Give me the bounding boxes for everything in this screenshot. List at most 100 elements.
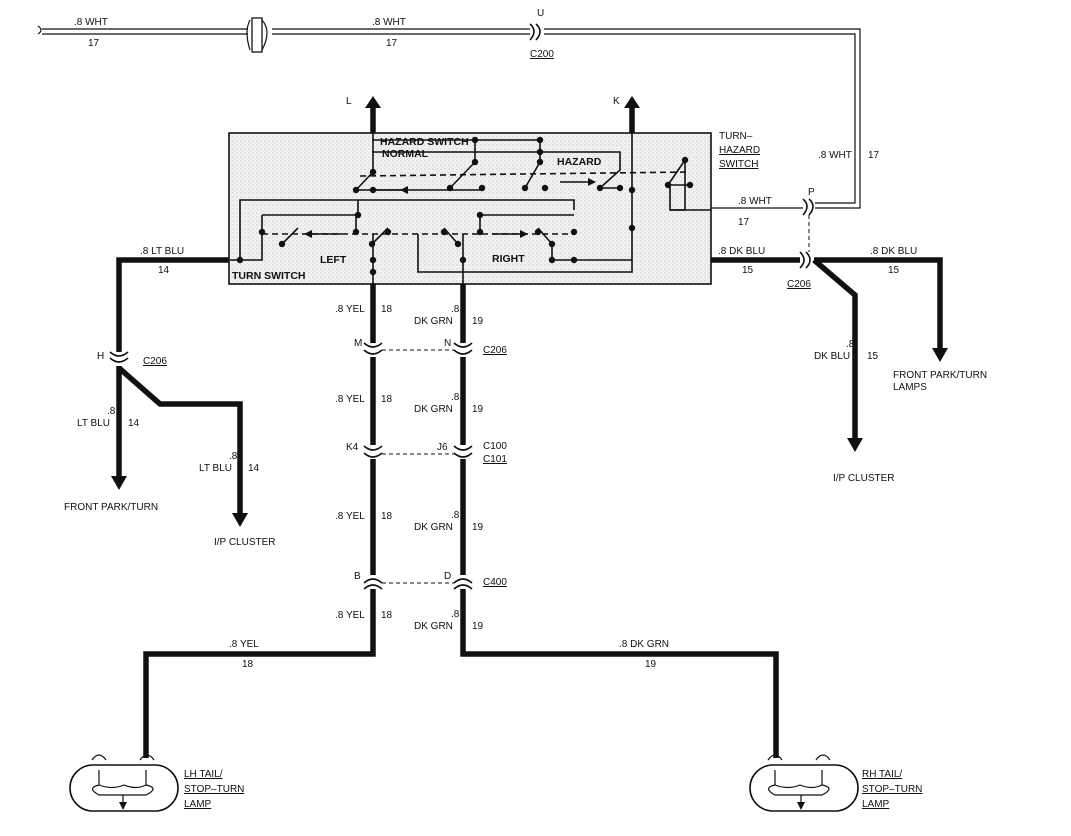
label-m-pin: M bbox=[354, 338, 362, 349]
label-rh-lamp-1: RH TAIL/ bbox=[862, 769, 902, 780]
label-c206-right: C206 bbox=[787, 279, 811, 290]
wire-wht-17-p bbox=[711, 198, 814, 216]
label-yel-bottom-gauge: .8 YEL bbox=[229, 639, 259, 650]
label-dkblu-down-circuit: 15 bbox=[867, 351, 879, 362]
label-dkblu-left-gauge: .8 DK BLU bbox=[718, 246, 765, 257]
label-h-pin: H bbox=[97, 351, 104, 362]
wire-yel-18 bbox=[143, 284, 376, 758]
label-ltblu-cluster-gauge: .8 bbox=[229, 451, 238, 462]
label-c206-mid: C206 bbox=[483, 345, 507, 356]
label-k4-pin: K4 bbox=[346, 442, 359, 453]
label-grn-4-circuit: 19 bbox=[472, 621, 484, 632]
connector-c400 bbox=[363, 578, 473, 590]
wire-dkgrn-19 bbox=[460, 284, 779, 758]
label-ltblu-cluster-circuit: 14 bbox=[248, 463, 260, 474]
label-ltblu-top-gauge: .8 LT BLU bbox=[140, 246, 184, 257]
label-wht-p-circuit: 17 bbox=[738, 217, 750, 228]
label-yel-4-circuit: 18 bbox=[381, 610, 393, 621]
label-wht-right-gauge: .8 WHT bbox=[818, 150, 852, 161]
label-l-pin: L bbox=[346, 96, 352, 107]
label-front-park-turn-right: FRONT PARK/TURN bbox=[893, 370, 987, 381]
label-c100: C100 bbox=[483, 441, 507, 452]
label-lh-lamp-3: LAMP bbox=[184, 799, 212, 810]
label-lh-lamp-2: STOP–TURN bbox=[184, 784, 244, 795]
connector-c206-mid bbox=[363, 342, 473, 355]
label-wht-top-mid-circuit: 17 bbox=[386, 38, 398, 49]
label-grn-4-color: DK GRN bbox=[414, 621, 453, 632]
label-front-park-turn-right-lamps: LAMPS bbox=[893, 382, 927, 393]
label-c101: C101 bbox=[483, 454, 507, 465]
label-yel-1-circuit: 18 bbox=[381, 304, 393, 315]
label-dkblu-right-gauge: .8 DK BLU bbox=[870, 246, 917, 257]
label-grn-2-color: DK GRN bbox=[414, 404, 453, 415]
lamp-icon-rh bbox=[749, 754, 859, 812]
label-grn-3-circuit: 19 bbox=[472, 522, 484, 533]
label-yel-2-circuit: 18 bbox=[381, 394, 393, 405]
label-ltblu-front-circuit: 14 bbox=[128, 418, 140, 429]
label-yel-3-gauge: .8 YEL bbox=[335, 511, 365, 522]
label-grn-1-color: DK GRN bbox=[414, 316, 453, 327]
label-switch-title: TURN– bbox=[719, 131, 753, 142]
label-lh-lamp-1: LH TAIL/ bbox=[184, 769, 223, 780]
label-normal: NORMAL bbox=[382, 148, 429, 160]
label-grn-bottom-circuit: 19 bbox=[645, 659, 657, 670]
label-ltblu-cluster-color: LT BLU bbox=[199, 463, 232, 474]
label-grn-1-circuit: 19 bbox=[472, 316, 484, 327]
label-grn-2-gauge: .8 bbox=[451, 392, 460, 403]
label-dkblu-right-circuit: 15 bbox=[888, 265, 900, 276]
label-switch-title-3: SWITCH bbox=[719, 159, 758, 170]
connector-c100-c101 bbox=[363, 445, 473, 458]
label-wht-right-circuit: 17 bbox=[868, 150, 880, 161]
label-c200-pin: U bbox=[537, 8, 544, 19]
label-switch-title-2: HAZARD bbox=[719, 145, 760, 156]
label-dkblu-down-color: DK BLU bbox=[814, 351, 850, 362]
label-yel-4-gauge: .8 YEL bbox=[335, 610, 365, 621]
label-c206-left: C206 bbox=[143, 356, 167, 367]
label-p-pin: P bbox=[808, 187, 815, 198]
label-ltblu-front-gauge: .8 bbox=[107, 406, 116, 417]
connector-c200 bbox=[529, 23, 541, 41]
label-grn-3-gauge: .8 bbox=[451, 510, 460, 521]
label-k-pin: K bbox=[613, 96, 620, 107]
label-ltblu-front-color: LT BLU bbox=[77, 418, 110, 429]
label-grn-1-gauge: .8 bbox=[451, 304, 460, 315]
label-hazard: HAZARD bbox=[557, 156, 602, 168]
label-hazard-switch: HAZARD SWITCH bbox=[380, 136, 469, 148]
wire-dkblu-15 bbox=[711, 251, 948, 452]
label-j6-pin: J6 bbox=[437, 442, 448, 453]
label-c400: C400 bbox=[483, 577, 507, 588]
label-c200-name: C200 bbox=[530, 49, 554, 60]
splice-top bbox=[246, 17, 268, 53]
label-wht-top-mid-gauge: .8 WHT bbox=[372, 17, 406, 28]
label-d-pin: D bbox=[444, 571, 451, 582]
label-wht-top-left-circuit: 17 bbox=[88, 38, 100, 49]
label-wht-top-left-gauge: .8 WHT bbox=[74, 17, 108, 28]
label-yel-1-gauge: .8 YEL bbox=[335, 304, 365, 315]
label-left: LEFT bbox=[320, 254, 347, 266]
switch-contacts bbox=[236, 136, 694, 276]
label-yel-2-gauge: .8 YEL bbox=[335, 394, 365, 405]
label-grn-bottom-gauge: .8 DK GRN bbox=[619, 639, 669, 650]
label-rh-lamp-3: LAMP bbox=[862, 799, 890, 810]
label-grn-3-color: DK GRN bbox=[414, 522, 453, 533]
label-dkblu-left-circuit: 15 bbox=[742, 265, 754, 276]
label-n-pin: N bbox=[444, 338, 451, 349]
label-b-pin: B bbox=[354, 571, 361, 582]
label-dkblu-down-gauge: .8 bbox=[846, 339, 855, 350]
label-ip-cluster-left: I/P CLUSTER bbox=[214, 537, 276, 548]
label-front-park-turn-left: FRONT PARK/TURN bbox=[64, 502, 158, 513]
label-ip-cluster-right: I/P CLUSTER bbox=[833, 473, 895, 484]
label-yel-bottom-circuit: 18 bbox=[242, 659, 254, 670]
label-right: RIGHT bbox=[492, 253, 525, 265]
label-rh-lamp-2: STOP–TURN bbox=[862, 784, 922, 795]
wire-ltblu-14 bbox=[109, 257, 248, 527]
label-wht-p-gauge: .8 WHT bbox=[738, 196, 772, 207]
label-grn-4-gauge: .8 bbox=[451, 609, 460, 620]
turn-hazard-switch bbox=[228, 96, 712, 285]
label-grn-2-circuit: 19 bbox=[472, 404, 484, 415]
label-turn-switch: TURN SWITCH bbox=[232, 270, 306, 282]
label-ltblu-top-circuit: 14 bbox=[158, 265, 170, 276]
lamp-icon-lh bbox=[69, 754, 179, 812]
label-yel-3-circuit: 18 bbox=[381, 511, 393, 522]
wire-wht-17-top bbox=[37, 25, 861, 209]
